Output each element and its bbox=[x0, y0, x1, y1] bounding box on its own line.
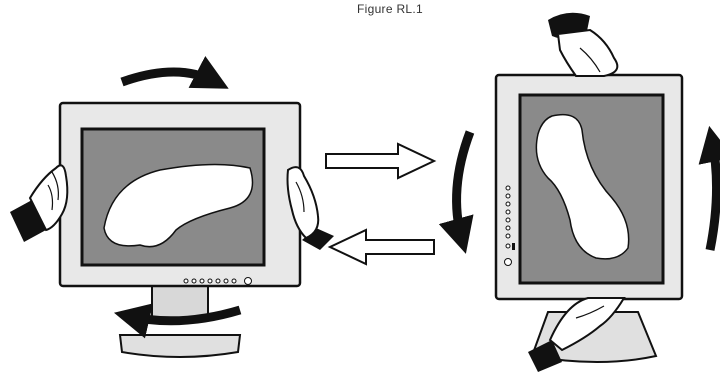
left-hand-icon bbox=[10, 164, 69, 242]
arrow-left-icon bbox=[327, 228, 435, 266]
monitor-base bbox=[118, 334, 242, 358]
monitor-controls bbox=[504, 185, 512, 266]
transition-arrows bbox=[325, 142, 437, 266]
screen-shape bbox=[103, 163, 254, 248]
screen-shape bbox=[535, 113, 630, 260]
rotate-arrow-bottom-icon bbox=[113, 303, 242, 339]
right-hand-icon bbox=[286, 166, 334, 250]
rotate-arrow-right-icon bbox=[698, 125, 720, 251]
landscape-monitor bbox=[10, 56, 334, 358]
rotate-arrow-left-icon bbox=[438, 130, 475, 254]
arrow-right-icon bbox=[325, 142, 437, 180]
monitor-controls bbox=[183, 277, 252, 285]
rotate-arrow-top-icon bbox=[120, 56, 229, 89]
power-led bbox=[512, 243, 515, 250]
top-hand-icon bbox=[548, 12, 619, 77]
figure-caption: Figure RL.1 bbox=[357, 2, 423, 16]
portrait-monitor bbox=[438, 12, 720, 372]
bottom-hand-icon bbox=[528, 297, 626, 372]
